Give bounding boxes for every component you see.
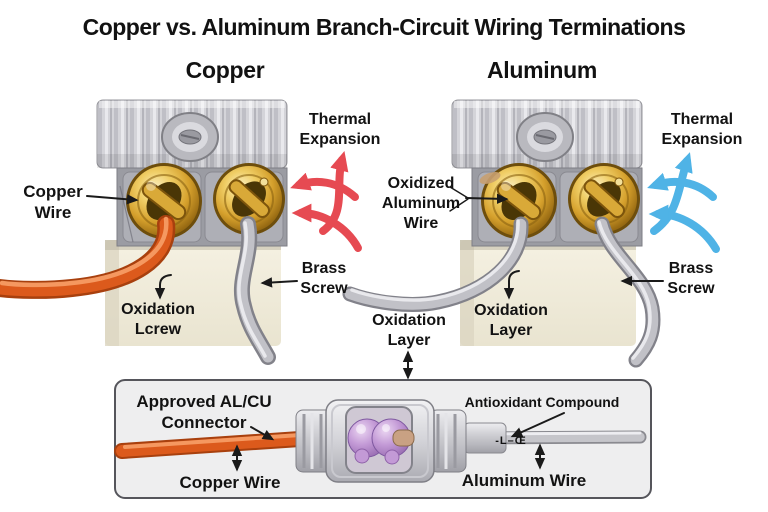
approved-connector-label: Approved AL/CU Connector: [136, 392, 272, 433]
oxidation-layer-label-outer: Oxidation Layer: [372, 312, 446, 349]
copper-termination-device: [0, 99, 362, 365]
thermal-expansion-label-aluminum: Thermal Expansion: [661, 111, 743, 148]
diagram-title: Copper vs. Aluminum Branch-Circuit Wirin…: [82, 14, 686, 40]
alcu-connector-art: [295, 399, 507, 483]
copper-panel-gray-wire-art: [233, 216, 276, 365]
oxidized-aluminum-wire-label: Oxidized Aluminum Wire: [381, 175, 461, 232]
aluminum-wire-art: [342, 216, 529, 312]
brass-screw-label-aluminum: Brass Screw: [667, 260, 715, 297]
oxidation-layer-label-inner: Oxidation Layer: [474, 302, 548, 339]
copper-wire-label: Copper Wire: [23, 182, 83, 223]
connector-panel-art: [114, 379, 652, 499]
aluminum-termination-device: [342, 99, 720, 368]
copper-wire-art: [0, 215, 176, 299]
wire-marking-text: -L–Œ: [495, 435, 527, 447]
oxidation-label-copper: Oxidation Lcrew: [121, 301, 195, 338]
thermal-expansion-arrows-copper: [290, 150, 362, 252]
aluminum-panel-heading: Aluminum: [486, 57, 598, 83]
thermal-expansion-arrows-aluminum: [647, 152, 720, 253]
aluminum-panel-gray-wire-art: [594, 216, 661, 368]
copper-wire-label-connector: Copper Wire: [179, 473, 281, 492]
antioxidant-compound-label: Antioxidant Compound: [464, 394, 620, 410]
wire-nuts-art: [347, 418, 415, 465]
leader-lines: [86, 186, 664, 472]
copper-panel-heading: Copper: [185, 57, 265, 83]
aluminum-wire-label-connector: Aluminum Wire: [461, 471, 587, 490]
thermal-expansion-label-copper: Thermal Expansion: [299, 111, 381, 148]
brass-screw-label-copper: Brass Screw: [300, 260, 348, 297]
